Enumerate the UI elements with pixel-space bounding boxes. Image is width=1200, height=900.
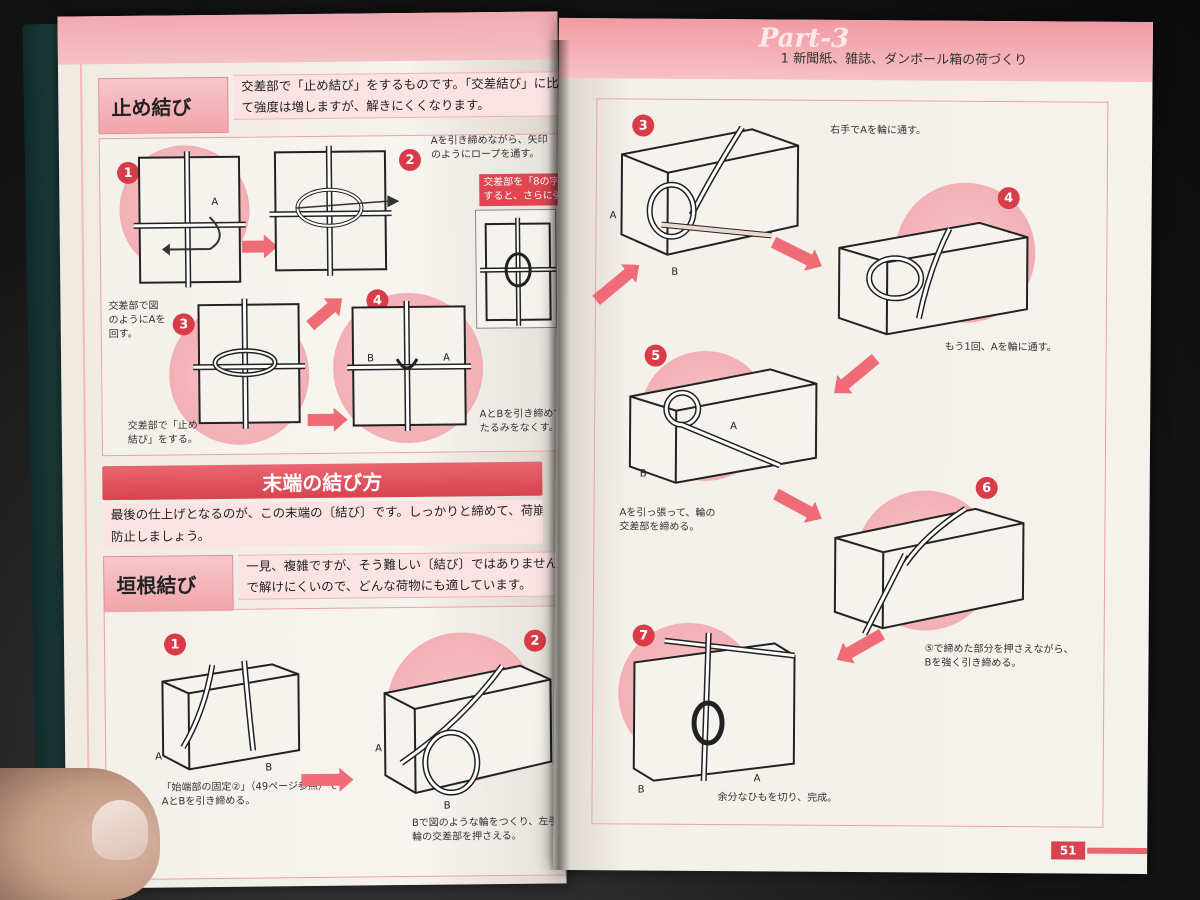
arrow-gaki-1-to-2 [301, 773, 342, 787]
gaki-step-2-caption: Bで図のような輪をつくり、左手で 輪の交差部を押さえる。 [411, 816, 567, 843]
right-step-4-number: 4 [997, 187, 1020, 210]
tomemusubi-desc-line2: て強度は増しますが、解きにくくなります。 [233, 93, 559, 120]
svg-text:A: A [754, 773, 761, 784]
svg-text:A: A [610, 210, 617, 221]
left-margin-rule [79, 64, 91, 855]
right-step-4-illustration [837, 221, 1029, 336]
step-3-number: 3 [172, 313, 195, 336]
svg-text:B: B [640, 469, 647, 480]
left-header-band [57, 11, 558, 65]
right-step-3-illustration: A B [610, 125, 800, 278]
right-step-7-caption: 余分なひもを切り、完成。 [717, 792, 838, 804]
arrow-3-to-4 [307, 413, 336, 427]
fingernail [92, 800, 148, 860]
svg-text:B: B [671, 267, 678, 278]
svg-text:A: A [155, 752, 162, 763]
book-gutter-shadow [548, 40, 570, 870]
step-2-number: 2 [398, 148, 422, 172]
step-2-illustration [269, 145, 400, 276]
right-step-5-illustration: A B [628, 368, 818, 484]
step-4-illustration: B A [347, 300, 472, 432]
section-title-tomemusubi: 止め結び [98, 76, 229, 135]
note-8-knot-illustration [474, 208, 558, 329]
svg-text:A: A [443, 353, 450, 364]
gaki-step-2-number: 2 [523, 629, 547, 652]
svg-text:B: B [638, 785, 645, 796]
svg-text:A: A [730, 421, 737, 432]
right-page: Part-3 1 新聞紙、雑誌、ダンボール箱の荷づくり 3 A B 右手でAを輪… [553, 17, 1153, 875]
gaki-step-1-illustration: A B [155, 660, 301, 774]
step-3-illustration [193, 298, 306, 429]
right-step-6-illustration [833, 506, 1025, 636]
right-step-4-caption: もう1回、Aを輪に通す。 [944, 341, 1057, 354]
right-step-6-caption: ⑤で締めた部分を押さえながら、 Bを強く引き締める。 [924, 643, 1074, 670]
step-1-number: 1 [116, 161, 140, 185]
section-title-gakimusubi: 垣根結び [103, 554, 234, 613]
page-number-bar [1087, 847, 1148, 855]
gaki-step-2-illustration: A B [375, 664, 553, 812]
step-1-illustration: A [133, 151, 246, 288]
page-number: 51 [1051, 841, 1086, 860]
svg-text:B: B [265, 762, 272, 773]
section-band-tanbu: 末端の結び方 [102, 461, 543, 501]
step-1-caption: 交差部で図 のようにAを 回す。 [108, 300, 166, 341]
step-3-caption: 交差部で「止め 結び」をする。 [127, 420, 198, 446]
arrow-1-to-2 [241, 240, 266, 253]
gakimusubi-desc-line2: で解けにくいので、どんな荷物にも適しています。 [238, 573, 564, 600]
right-step-5-caption: Aを引っ張って、輪の 交差部を締める。 [619, 507, 716, 533]
left-page: 止め結び 交差部で「止め結び」をするものです。「交差結び」に比 て強度は増します… [57, 11, 567, 889]
right-step-3-caption: 右手でAを輪に通す。 [830, 124, 927, 137]
rope-label-a: A [211, 197, 218, 208]
step-2-caption: Aを引き締めながら、矢印 のようにロープを通す。 [430, 134, 548, 161]
svg-text:A: A [375, 743, 382, 754]
svg-text:B: B [444, 801, 451, 812]
svg-text:B: B [367, 353, 374, 364]
chapter-title: 1 新聞紙、雑誌、ダンボール箱の荷づくり [780, 51, 1028, 69]
right-step-7-illustration: B A [632, 632, 796, 796]
tanbu-intro-line2: 防止しましょう。 [102, 521, 543, 549]
